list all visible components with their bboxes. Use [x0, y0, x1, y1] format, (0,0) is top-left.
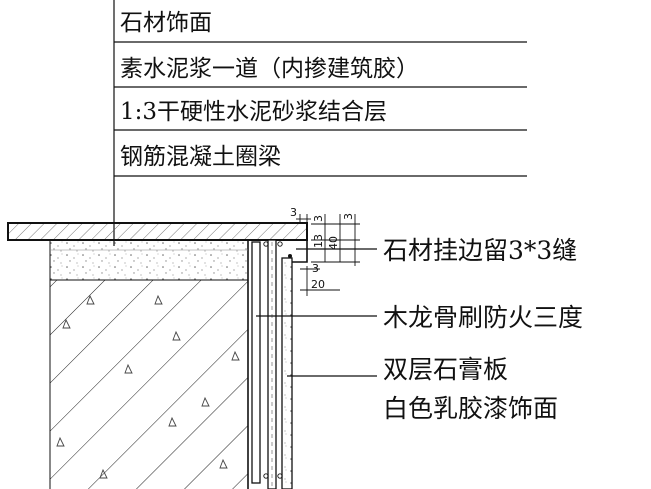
dim-width-label: 20 — [311, 278, 325, 291]
mortar-bed — [50, 240, 248, 280]
layer-label-mortar-bed: 1:3干硬性水泥砂浆结合层 — [120, 99, 387, 125]
section-drawing — [7, 222, 308, 489]
layer-callout: 石材饰面 素水泥浆一道（内掺建筑胶） 1:3干硬性水泥砂浆结合层 钢筋混凝土圈梁 — [113, 0, 527, 246]
callout-stone-joint: 石材挂边留3*3缝 — [383, 236, 577, 265]
stone-slab — [7, 222, 308, 241]
callout-wood-batten: 木龙骨刷防火三度 — [383, 303, 583, 332]
side-callouts: 石材挂边留3*3缝 木龙骨刷防火三度 双层石膏板 白色乳胶漆饰面 — [256, 236, 583, 423]
wood-batten — [251, 241, 261, 484]
gypsum-board-outer — [281, 257, 293, 489]
stone-return — [292, 239, 308, 263]
dim-stack-label-1: 3 — [312, 215, 325, 222]
dimension-set: 3 3 13 40 3 3 20 — [290, 206, 360, 296]
callout-gypsum-board: 双层石膏板 — [383, 355, 508, 384]
layer-label-stone-finish: 石材饰面 — [120, 10, 212, 36]
concrete-beam — [50, 280, 248, 489]
dim-stack-label-2: 13 — [312, 234, 325, 248]
dim-stack-label-3: 40 — [327, 236, 340, 250]
layer-label-cement-slurry: 素水泥浆一道（内掺建筑胶） — [120, 56, 419, 82]
dim-top-label: 3 — [290, 206, 297, 219]
dim-gap-label: 3 — [312, 262, 319, 275]
callout-latex-paint: 白色乳胶漆饰面 — [383, 394, 558, 423]
layer-label-concrete-beam: 钢筋混凝土圈梁 — [120, 144, 281, 170]
dim-stack-label-4: 3 — [342, 213, 355, 220]
aggregate-marks — [56, 294, 240, 479]
